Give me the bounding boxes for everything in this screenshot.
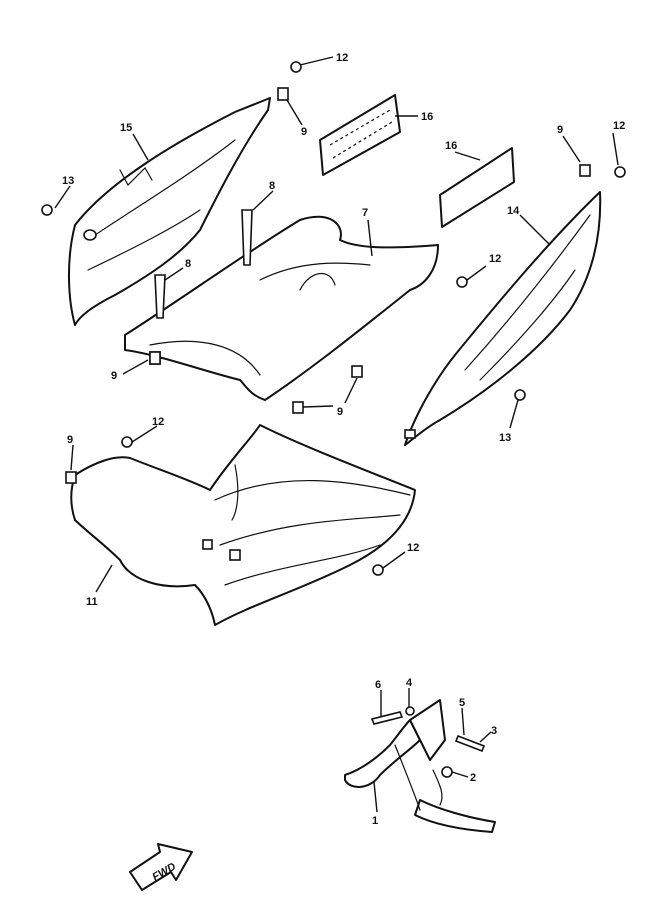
callout-2: 2 — [470, 772, 476, 784]
callout-14: 14 — [507, 205, 520, 217]
callout-5: 5 — [459, 697, 465, 709]
callout-12: 12 — [152, 416, 164, 428]
callout-1: 1 — [372, 815, 378, 827]
callout-9: 9 — [337, 406, 343, 418]
callout-9: 9 — [557, 124, 563, 136]
callout-4: 4 — [406, 677, 413, 689]
callout-6: 6 — [375, 679, 381, 691]
callout-9: 9 — [67, 434, 73, 446]
side-cover-left-part — [67, 97, 271, 326]
callout-9: 9 — [301, 126, 307, 138]
leader-lines — [54, 56, 619, 813]
callout-13: 13 — [62, 175, 74, 187]
callout-12: 12 — [336, 52, 348, 64]
floor-panel-part — [70, 424, 416, 626]
callout-3: 3 — [491, 725, 497, 737]
callout-16: 16 — [421, 111, 433, 123]
callout-11: 11 — [86, 596, 98, 608]
fastener-hardware — [41, 61, 626, 576]
reflector-plate-part — [319, 94, 515, 228]
callout-8: 8 — [269, 180, 275, 192]
callout-8: 8 — [185, 258, 191, 270]
callout-7: 7 — [362, 207, 368, 219]
callout-9: 9 — [111, 370, 117, 382]
callout-labels: 12 9 16 15 13 8 16 9 12 12 7 14 8 9 9 13… — [62, 52, 625, 827]
callout-13: 13 — [499, 432, 511, 444]
side-cover-right-part — [404, 191, 602, 446]
callout-12: 12 — [489, 253, 501, 265]
forward-arrow-icon: FWD — [129, 843, 193, 891]
center-stand-part — [344, 699, 496, 833]
callout-15: 15 — [120, 122, 132, 134]
callout-16: 16 — [445, 140, 457, 152]
callout-12: 12 — [613, 120, 625, 132]
callout-12: 12 — [407, 542, 419, 554]
